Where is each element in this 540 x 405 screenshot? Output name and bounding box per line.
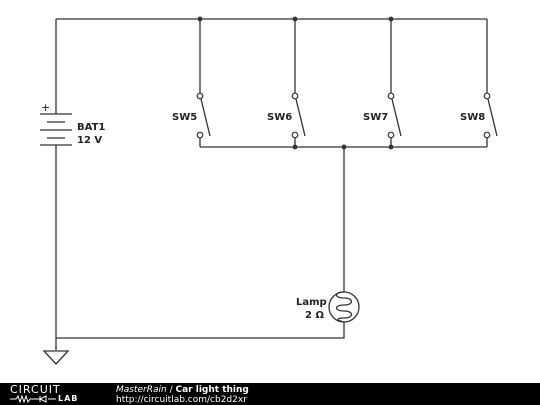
logo-lab-text: LAB [58,394,79,403]
circuitlab-logo[interactable]: CIRCUIT LAB [10,384,90,404]
lamp-value-label: 2 Ω [305,310,324,321]
lamp-symbol [328,291,360,323]
logo-waveform-icon [10,395,56,403]
lamp-name-label: Lamp [296,297,327,308]
circuit-schematic: + BAT1 12 V SW5 SW6 SW7 SW8 [40,16,498,365]
switch-sw6 [291,19,306,147]
switch-sw8 [483,19,498,147]
ground-return-wire [56,322,345,339]
junction-dot [292,16,298,22]
switch-sw5 [196,19,211,147]
switch-sw8-label: SW8 [460,112,485,123]
circuit-url[interactable]: http://circuitlab.com/cb2d2xr [116,395,247,405]
switch-sw7-label: SW7 [363,112,388,123]
battery-value-label: 12 V [77,135,102,146]
switch-sw7 [387,19,402,147]
junction-dot [388,144,394,150]
logo-circuit-text: CIRCUIT [10,383,61,396]
switch-sw5-label: SW5 [172,112,197,123]
circuit-title[interactable]: Car light thing [175,385,249,395]
footer-bar: CIRCUIT LAB MasterRain / Car light thing… [0,383,540,405]
switch-sw6-label: SW6 [267,112,292,123]
circuit-info: MasterRain / Car light thing http://circ… [116,385,249,405]
title-separator: / [166,385,176,395]
ground-symbol [42,350,70,365]
junction-dot [341,144,347,150]
battery-symbol [40,113,72,146]
battery-polarity-label: + [41,101,50,114]
junction-dot [292,144,298,150]
junction-dot [197,16,203,22]
author-link[interactable]: MasterRain [116,385,167,395]
battery-name-label: BAT1 [77,122,105,133]
junction-dot [388,16,394,22]
